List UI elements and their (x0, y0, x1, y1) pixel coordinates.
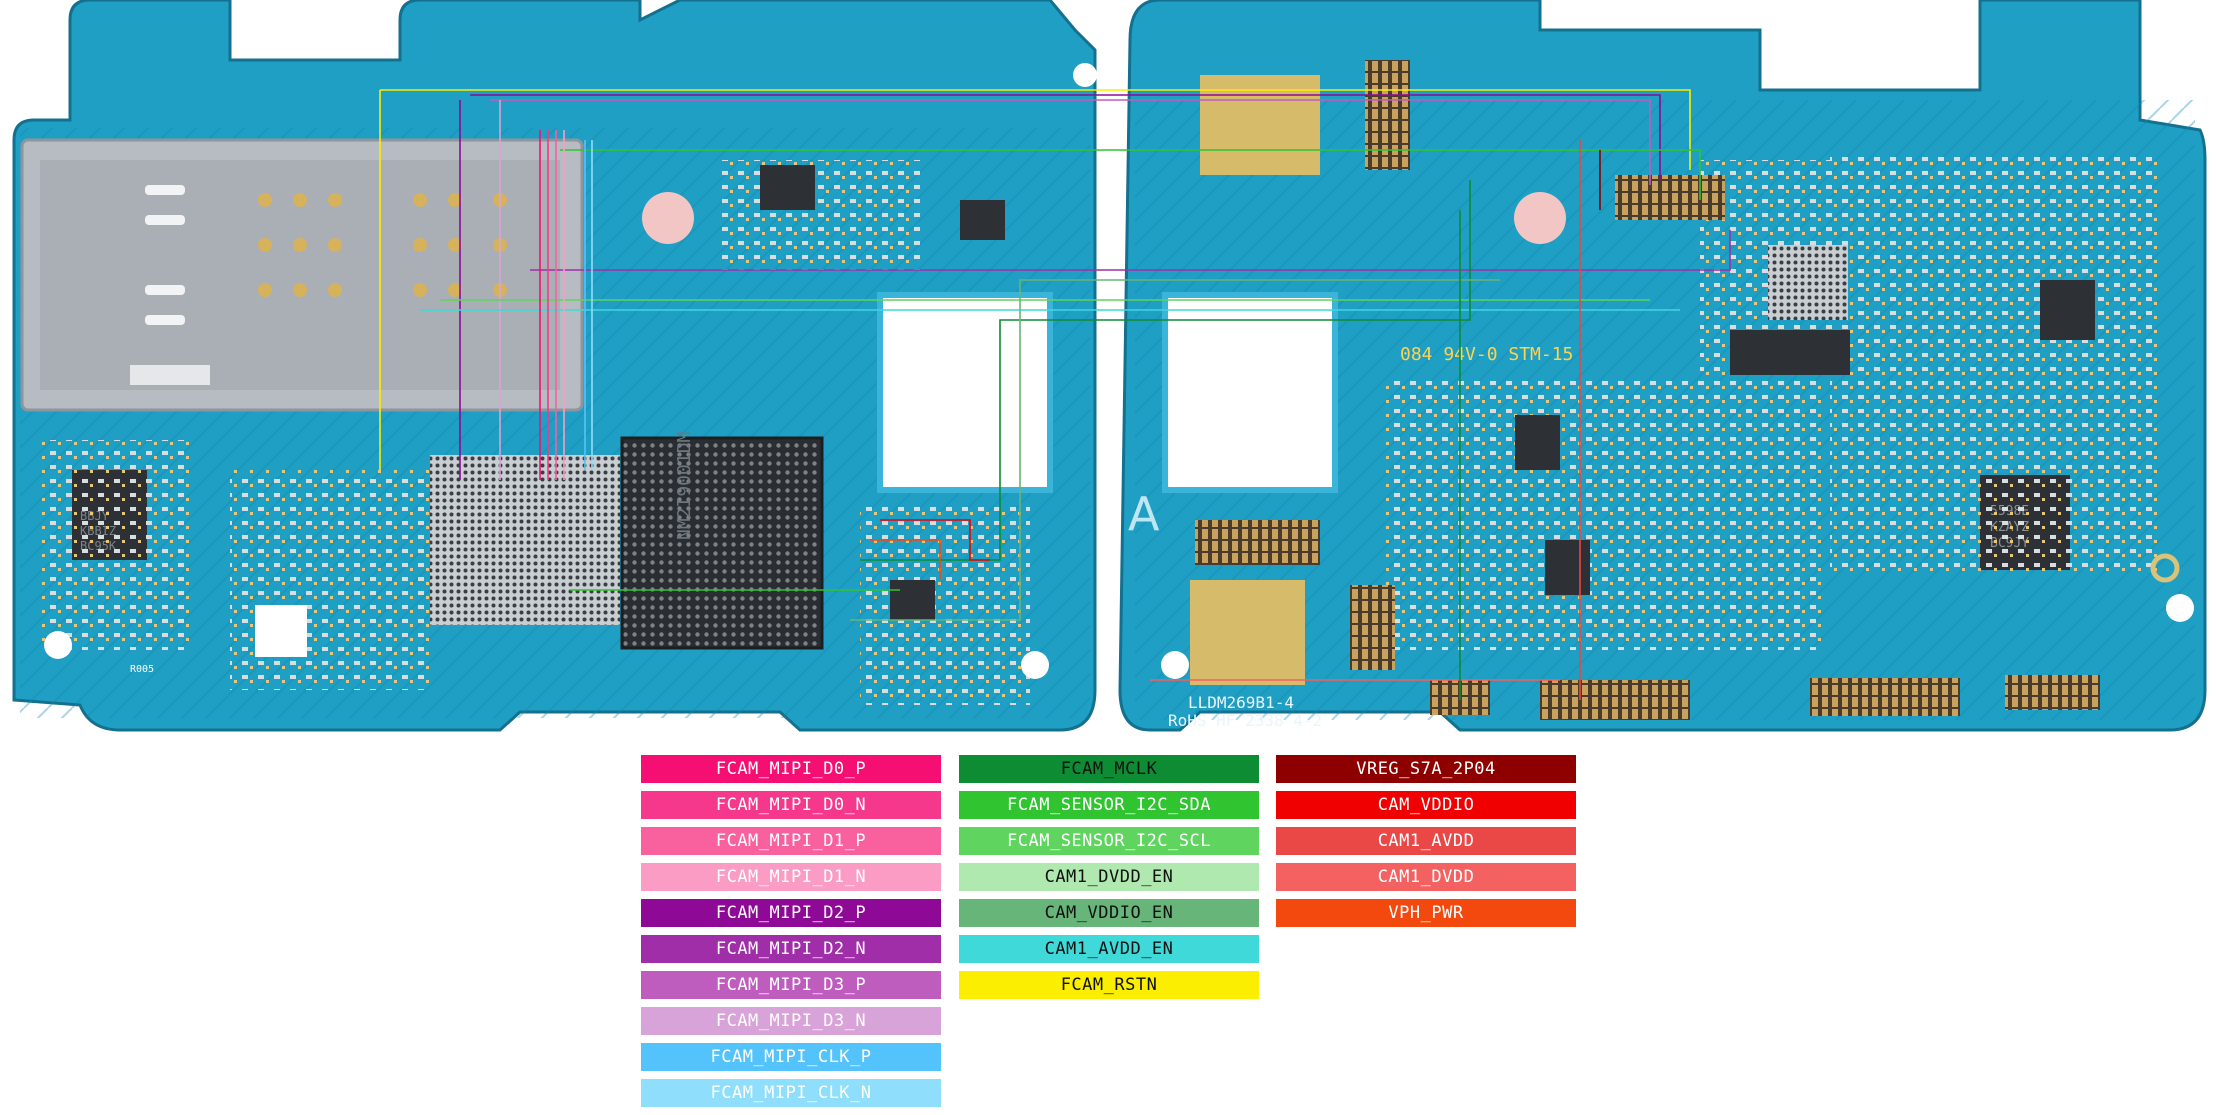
legend-item: FCAM_SENSOR_I2C_SCL (959, 827, 1259, 855)
connector (1350, 585, 1395, 670)
legend-item: CAM_VDDIO_EN (959, 899, 1259, 927)
legend-item: FCAM_MIPI_D0_N (641, 791, 941, 819)
chip-label-mid: NM2I9001DM (674, 431, 695, 540)
antenna-probe-point (2150, 553, 2180, 583)
connector (1540, 680, 1690, 720)
legend-item: FCAM_MIPI_D3_N (641, 1007, 941, 1035)
legend-column-1: FCAM_MIPI_D0_P FCAM_MIPI_D0_N FCAM_MIPI_… (641, 755, 941, 1115)
legend-item: FCAM_MIPI_D2_N (641, 935, 941, 963)
legend-item: FCAM_MIPI_D0_P (641, 755, 941, 783)
board-cutout (877, 292, 1053, 493)
component-cluster (1385, 380, 1825, 650)
connector (1365, 60, 1410, 170)
white-module (255, 605, 307, 657)
legend-column-3: VREG_S7A_2P04 CAM_VDDIO CAM1_AVDD CAM1_D… (1276, 755, 1576, 935)
legend-item: FCAM_MCLK (959, 755, 1259, 783)
legend-item: FCAM_RSTN (959, 971, 1259, 999)
legend-item: CAM1_DVDD (1276, 863, 1576, 891)
component-cluster (860, 505, 1030, 705)
test-pads-pink (642, 192, 1566, 244)
memory-chip (620, 436, 824, 650)
silk-side-letter: A (1128, 487, 1160, 541)
chip (890, 580, 935, 620)
pcb-board-photo: NM2I9001DM BBJY KBBIZ BC95K 5598E KZAYZ … (12, 0, 2207, 732)
bga-right-2 (2040, 280, 2095, 340)
silk-rating: 084 94V-0 STM-15 (1400, 344, 1573, 365)
connector (2005, 675, 2100, 710)
legend-item: CAM1_AVDD (1276, 827, 1576, 855)
legend-item: FCAM_SENSOR_I2C_SDA (959, 791, 1259, 819)
mounting-holes (44, 63, 2194, 679)
chip (1545, 540, 1590, 595)
silk-part-number: LLDM269B1-4 (1188, 693, 1294, 712)
soc-bga-pads (430, 455, 620, 625)
bga-right (1768, 245, 1848, 320)
connector (1615, 175, 1725, 220)
legend-item: FCAM_MIPI_D3_P (641, 971, 941, 999)
legend-item: CAM1_DVDD_EN (959, 863, 1259, 891)
chip (1730, 330, 1850, 375)
chip (1515, 415, 1560, 470)
gold-pad (1200, 75, 1320, 175)
gold-pad (1190, 580, 1305, 685)
legend-column-2: FCAM_MCLK FCAM_SENSOR_I2C_SDA FCAM_SENSO… (959, 755, 1259, 1007)
legend-item: CAM_VDDIO (1276, 791, 1576, 819)
legend-item: VPH_PWR (1276, 899, 1576, 927)
component-cluster (720, 160, 920, 270)
legend-item: FCAM_MIPI_CLK_N (641, 1079, 941, 1107)
connector (1810, 678, 1960, 716)
legend-item: CAM1_AVDD_EN (959, 935, 1259, 963)
silk-rohs: RoHS HF 2338 4-2 (1168, 711, 1322, 730)
legend-item: FCAM_MIPI_CLK_P (641, 1043, 941, 1071)
connector (1195, 520, 1320, 565)
legend-item: VREG_S7A_2P04 (1276, 755, 1576, 783)
component-cluster (40, 440, 190, 650)
chip (760, 165, 815, 210)
legend-item: FCAM_MIPI_D1_N (641, 863, 941, 891)
legend-item: FCAM_MIPI_D1_P (641, 827, 941, 855)
sim-tray-shield (20, 138, 584, 412)
signal-traces (379, 89, 1731, 700)
board-cutout (1162, 292, 1338, 493)
legend-item: FCAM_MIPI_D2_P (641, 899, 941, 927)
silk-resistor: R005 (130, 664, 154, 675)
chip (960, 200, 1005, 240)
